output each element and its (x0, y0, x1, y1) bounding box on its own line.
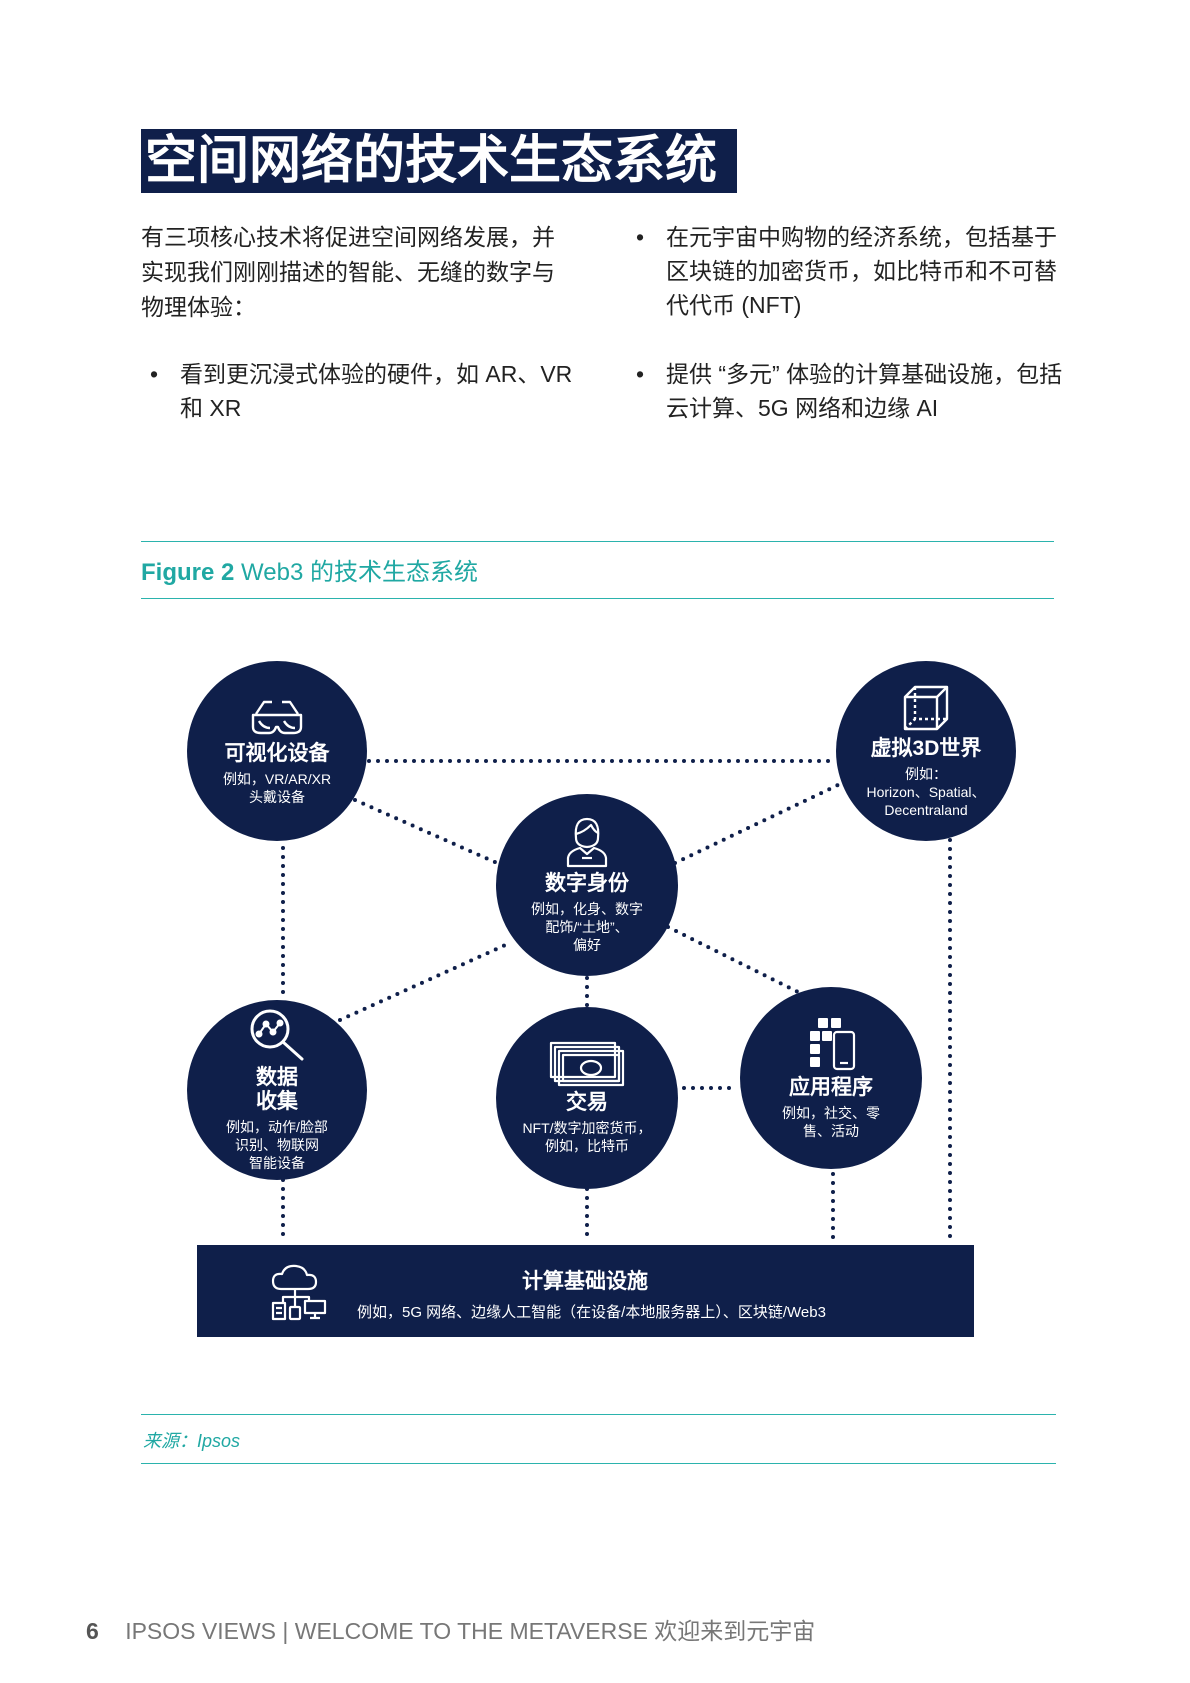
node-applications: 应用程序 例如，社交、零 售、活动 (740, 987, 922, 1169)
node-desc: 例如，动作/脸部 识别、物联网 智能设备 (226, 1119, 328, 1171)
money-icon (549, 1041, 625, 1087)
node-desc: 例如，社交、零 售、活动 (782, 1105, 880, 1139)
apps-icon (810, 1018, 856, 1071)
figure-title: Web3 的技术生态系统 (241, 559, 478, 586)
divider-top (141, 541, 1054, 542)
bullet-dot: • (636, 224, 645, 250)
bullet-line: 看到更沉浸式体验的硬件，如 AR、VR (180, 361, 573, 387)
bullet-line: 云计算、5G 网络和边缘 AI (666, 395, 939, 421)
node-desc: 例如，化身、数字 配饰/“土地”、 偏好 (531, 901, 643, 953)
node-visual-devices: 可视化设备 例如，VR/AR/XR 头戴设备 (187, 661, 367, 841)
bullet-dot: • (150, 361, 159, 387)
node-title: 虚拟3D世界 (870, 737, 982, 760)
infrastructure-title: 计算基础设施 (522, 1270, 648, 1293)
node-virtual-3d-world: 虚拟3D世界 例如： Horizon、Spatial、 Decentraland (836, 661, 1016, 841)
figure-caption: Figure 2 Web3 的技术生态系统 (141, 552, 478, 587)
node-title: 可视化设备 (224, 742, 330, 765)
intro-line: 物理体验： (141, 294, 256, 320)
page-title: 空间网络的技术生态系统 (141, 129, 738, 193)
figure-label: Figure 2 (141, 559, 235, 586)
bullet-line: 代代币 (NFT) (666, 292, 802, 318)
node-title: 数据 收集 (256, 1066, 298, 1113)
bullet-compute: • 提供 “多元” 体验的计算基础设施，包括 云计算、5G 网络和边缘 AI (636, 357, 1063, 425)
node-title: 数字身份 (545, 872, 629, 895)
node-title: 应用程序 (789, 1076, 873, 1099)
divider-caption (141, 598, 1054, 599)
magnifier-icon (250, 1009, 304, 1061)
divider-source-bottom (141, 1463, 1056, 1464)
bullet-line: 和 XR (180, 395, 242, 421)
node-title: 交易 (566, 1091, 608, 1114)
footer-text: IPSOS VIEWS | WELCOME TO THE METAVERSE 欢… (125, 1618, 816, 1644)
bullet-line: 区块链的加密货币，如比特币和不可替 (666, 258, 1057, 284)
intro-paragraph: 有三项核心技术将促进空间网络发展，并 实现我们刚刚描述的智能、无缝的数字与 物理… (141, 220, 555, 325)
node-data-collection: 数据 收集 例如，动作/脸部 识别、物联网 智能设备 (187, 1000, 367, 1180)
bullet-line: 提供 “多元” 体验的计算基础设施，包括 (666, 361, 1063, 387)
infrastructure-bar: 计算基础设施 例如，5G 网络、边缘人工智能（在设备/本地服务器上）、区块链/W… (197, 1245, 974, 1337)
node-digital-identity: 数字身份 例如，化身、数字 配饰/“土地”、 偏好 (496, 794, 678, 976)
node-desc: 例如，VR/AR/XR 头戴设备 (222, 771, 332, 805)
connector-identity-virtual3d (673, 783, 840, 865)
node-desc: NFT/数字加密货币， 例如，比特币 (522, 1120, 652, 1154)
intro-line: 实现我们刚刚描述的智能、无缝的数字与 (141, 259, 555, 285)
divider-source-top (141, 1414, 1056, 1415)
page-footer: 6 IPSOS VIEWS | WELCOME TO THE METAVERSE… (86, 1612, 815, 1646)
bullet-economy: • 在元宇宙中购物的经济系统，包括基于 区块链的加密货币，如比特币和不可替 代代… (636, 220, 1057, 322)
connector-identity-apps (666, 925, 800, 994)
node-transactions: 交易 NFT/数字加密货币， 例如，比特币 (496, 1007, 678, 1189)
source-note: 来源：Ipsos (143, 1431, 241, 1451)
cube-icon (903, 685, 949, 731)
bullet-dot: • (636, 361, 645, 387)
node-desc: 例如： Horizon、Spatial、 Decentraland (866, 766, 986, 818)
cloud-network-icon (271, 1264, 327, 1321)
ecosystem-diagram: 可视化设备 例如，VR/AR/XR 头戴设备 虚拟3D世界 例如： Horizo… (0, 640, 1190, 1360)
intro-line: 有三项核心技术将促进空间网络发展，并 (141, 224, 555, 250)
bullet-line: 在元宇宙中购物的经济系统，包括基于 (666, 224, 1057, 250)
connector-identity-data (338, 940, 514, 1022)
person-icon (566, 817, 608, 868)
connector-visual-identity (353, 798, 499, 865)
bullet-hardware: • 看到更沉浸式体验的硬件，如 AR、VR 和 XR (150, 357, 573, 425)
connector-lines (281, 759, 952, 1242)
infrastructure-desc: 例如，5G 网络、边缘人工智能（在设备/本地服务器上）、区块链/Web3 (357, 1304, 826, 1321)
page-number: 6 (86, 1618, 99, 1644)
vr-glasses-icon (251, 700, 303, 735)
